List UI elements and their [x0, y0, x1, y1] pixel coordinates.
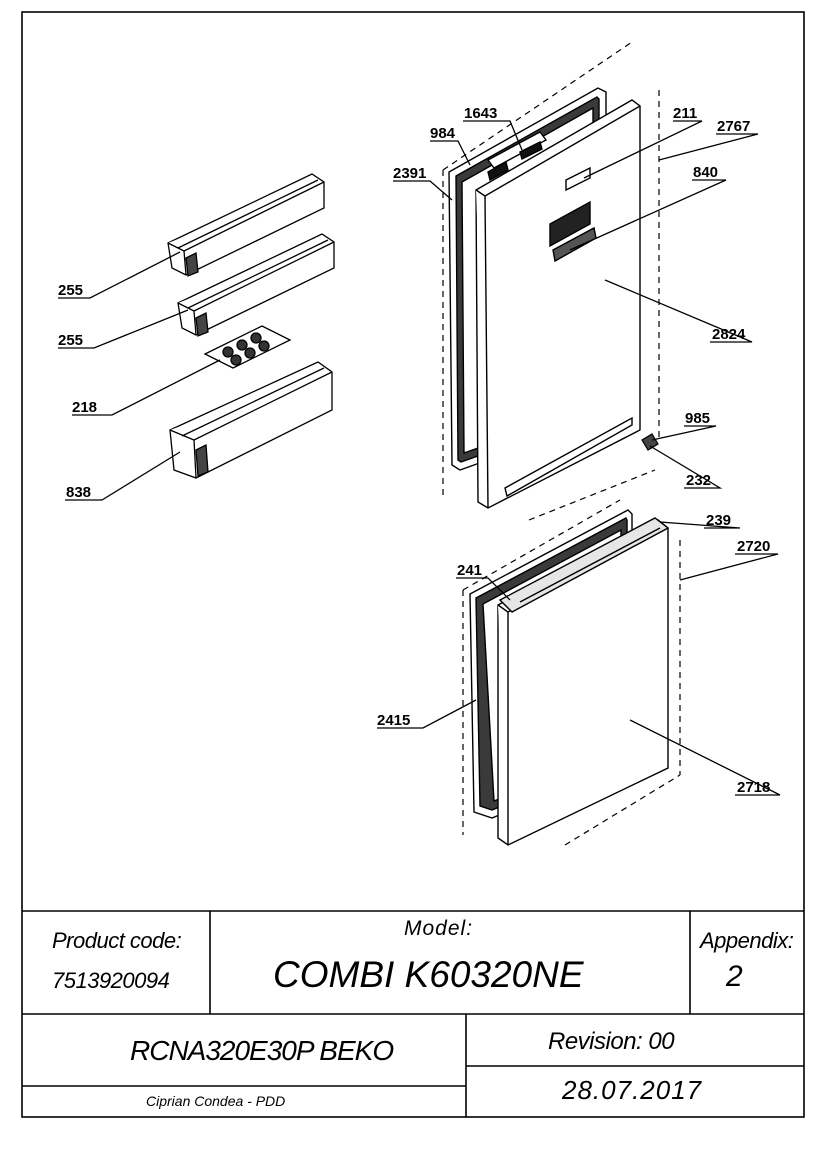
callout-984: 984	[430, 125, 456, 142]
callout-218: 218	[72, 399, 97, 416]
product-code-label: Product code:	[52, 928, 182, 953]
callout-840: 840	[693, 164, 718, 181]
lower-door-panel	[497, 517, 670, 846]
callout-255-bottom: 255	[58, 332, 83, 349]
drawing-frame	[21, 11, 805, 1118]
door-shelf-1	[167, 173, 325, 277]
callout-2720: 2720	[737, 538, 770, 555]
callout-1643: 1643	[464, 105, 497, 122]
callout-2415: 2415	[377, 712, 410, 729]
appendix-number: 2	[726, 960, 743, 993]
door-shelf-2	[177, 233, 335, 337]
callout-labels: 1643 984 211 2767 2391 840 255 255 2824 …	[58, 105, 770, 796]
upper-door-panel	[475, 99, 641, 509]
egg-tray	[203, 325, 292, 369]
callout-232: 232	[686, 472, 711, 489]
callout-2718: 2718	[737, 779, 770, 796]
callout-239: 239	[706, 512, 731, 529]
lower-door-assembly	[462, 499, 681, 846]
callout-2391: 2391	[393, 165, 426, 182]
leader-lines	[58, 120, 781, 796]
callout-2824: 2824	[712, 326, 746, 343]
callout-2767: 2767	[717, 118, 750, 135]
callout-211: 211	[673, 105, 697, 122]
appendix-label: Appendix:	[700, 928, 794, 953]
callout-985: 985	[685, 410, 710, 427]
callout-255-top: 255	[58, 282, 83, 299]
product-name: RCNA320E30P BEKO	[130, 1035, 394, 1066]
model-label: Model:	[404, 917, 474, 940]
model-name: COMBI K60320NE	[273, 954, 584, 995]
bottle-shelf	[169, 361, 333, 479]
callout-241: 241	[457, 562, 482, 579]
callout-838: 838	[66, 484, 91, 501]
title-block-grid	[22, 910, 804, 1117]
door-shelves	[167, 173, 335, 479]
revision-date: 28.07.2017	[562, 1075, 703, 1105]
author: Ciprian Condea - PDD	[146, 1093, 286, 1109]
upper-door-assembly	[442, 41, 660, 521]
product-code: 7513920094	[52, 968, 170, 993]
revision: Revision: 00	[548, 1028, 675, 1055]
